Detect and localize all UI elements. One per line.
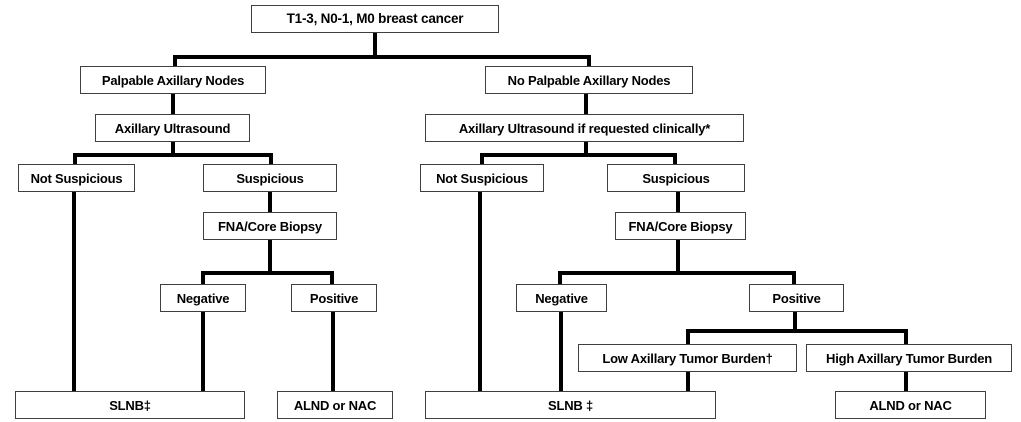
connector-left-to-not-suspicious	[73, 153, 77, 166]
connector-left-ultrasound-split	[73, 153, 273, 157]
node-negative-left-label: Negative	[176, 290, 230, 306]
connector-high-burden-to-alnd	[904, 371, 908, 393]
node-positive-left[interactable]: Positive	[291, 284, 377, 312]
connector-right-not-suspicious-to-slnb	[478, 191, 482, 393]
connector-left-ultrasound-stem	[171, 141, 175, 157]
node-root[interactable]: T1-3, N0-1, M0 breast cancer	[251, 5, 499, 33]
connector-right-fna-stem	[676, 239, 680, 275]
node-suspicious-right[interactable]: Suspicious	[607, 164, 745, 192]
connector-left-negative-to-slnb	[201, 311, 205, 393]
node-slnb-left[interactable]: SLNB‡	[15, 391, 245, 419]
node-not-suspicious-right[interactable]: Not Suspicious	[420, 164, 544, 192]
node-fna-core-biopsy-left[interactable]: FNA/Core Biopsy	[203, 212, 337, 240]
connector-left-fna-split	[201, 271, 334, 275]
node-axillary-ultrasound-right-label: Axillary Ultrasound if requested clinica…	[458, 120, 711, 136]
node-slnb-right-label: SLNB ‡	[547, 397, 594, 413]
node-fna-core-biopsy-right-label: FNA/Core Biopsy	[628, 218, 733, 234]
node-suspicious-right-label: Suspicious	[642, 170, 710, 186]
connector-right-suspicious-to-fna	[676, 191, 680, 214]
node-alnd-or-nac-left[interactable]: ALND or NAC	[277, 391, 393, 419]
connector-right-to-not-suspicious	[480, 153, 484, 166]
connector-left-fna-to-positive	[330, 271, 334, 285]
connector-low-burden-to-slnb	[686, 371, 690, 393]
connector-tumor-burden-split	[686, 329, 908, 333]
node-suspicious-left-label: Suspicious	[236, 170, 304, 186]
node-fna-core-biopsy-right[interactable]: FNA/Core Biopsy	[615, 212, 746, 240]
node-alnd-or-nac-left-label: ALND or NAC	[293, 397, 377, 413]
node-slnb-left-label: SLNB‡	[109, 397, 151, 413]
node-not-suspicious-left[interactable]: Not Suspicious	[18, 164, 135, 192]
node-slnb-right[interactable]: SLNB ‡	[425, 391, 716, 419]
node-high-axillary-tumor-burden[interactable]: High Axillary Tumor Burden	[806, 344, 1012, 372]
connector-right-positive-stem	[793, 311, 797, 333]
node-no-palpable-axillary-nodes-label: No Palpable Axillary Nodes	[507, 72, 671, 88]
connector-root-to-no-palpable	[587, 55, 591, 68]
connector-no-palpable-to-ultrasound	[584, 93, 588, 116]
connector-right-ultrasound-stem	[584, 141, 588, 157]
node-alnd-or-nac-right[interactable]: ALND or NAC	[835, 391, 986, 419]
connector-right-fna-to-negative	[558, 271, 562, 285]
connector-root-to-palpable	[173, 55, 177, 68]
node-axillary-ultrasound-left-label: Axillary Ultrasound	[114, 120, 231, 136]
node-root-label: T1-3, N0-1, M0 breast cancer	[286, 11, 464, 27]
node-palpable-axillary-nodes[interactable]: Palpable Axillary Nodes	[80, 66, 266, 94]
connector-left-fna-stem	[268, 239, 272, 275]
node-high-axillary-tumor-burden-label: High Axillary Tumor Burden	[826, 350, 992, 366]
node-negative-right-label: Negative	[535, 290, 588, 306]
connector-left-positive-to-alnd	[331, 311, 335, 393]
node-no-palpable-axillary-nodes[interactable]: No Palpable Axillary Nodes	[485, 66, 693, 94]
node-axillary-ultrasound-left[interactable]: Axillary Ultrasound	[95, 114, 250, 142]
node-positive-right[interactable]: Positive	[749, 284, 844, 312]
node-negative-right[interactable]: Negative	[516, 284, 607, 312]
connector-right-fna-to-positive	[792, 271, 796, 285]
connector-palpable-to-ultrasound	[171, 93, 175, 116]
node-low-axillary-tumor-burden[interactable]: Low Axillary Tumor Burden†	[578, 344, 797, 372]
node-negative-left[interactable]: Negative	[160, 284, 246, 312]
connector-left-suspicious-to-fna	[268, 191, 272, 214]
node-positive-right-label: Positive	[772, 290, 821, 306]
node-positive-left-label: Positive	[309, 290, 359, 306]
connector-to-low-tumor-burden	[686, 329, 690, 346]
node-axillary-ultrasound-right[interactable]: Axillary Ultrasound if requested clinica…	[425, 114, 744, 142]
node-fna-core-biopsy-left-label: FNA/Core Biopsy	[218, 218, 322, 234]
node-palpable-axillary-nodes-label: Palpable Axillary Nodes	[101, 72, 245, 88]
node-alnd-or-nac-right-label: ALND or NAC	[869, 397, 952, 413]
node-not-suspicious-right-label: Not Suspicious	[436, 170, 528, 186]
connector-left-to-suspicious	[269, 153, 273, 166]
connector-root-split	[173, 55, 591, 59]
connector-root-stem	[373, 32, 377, 57]
connector-right-to-suspicious	[673, 153, 677, 166]
connector-right-fna-split	[558, 271, 796, 275]
connector-left-not-suspicious-to-slnb	[72, 191, 76, 393]
connector-right-negative-to-slnb	[559, 311, 563, 393]
node-not-suspicious-left-label: Not Suspicious	[30, 170, 123, 186]
node-low-axillary-tumor-burden-label: Low Axillary Tumor Burden†	[602, 350, 773, 366]
connector-to-high-tumor-burden	[904, 329, 908, 346]
connector-right-ultrasound-split	[480, 153, 677, 157]
node-suspicious-left[interactable]: Suspicious	[203, 164, 337, 192]
connector-left-fna-to-negative	[201, 271, 205, 285]
